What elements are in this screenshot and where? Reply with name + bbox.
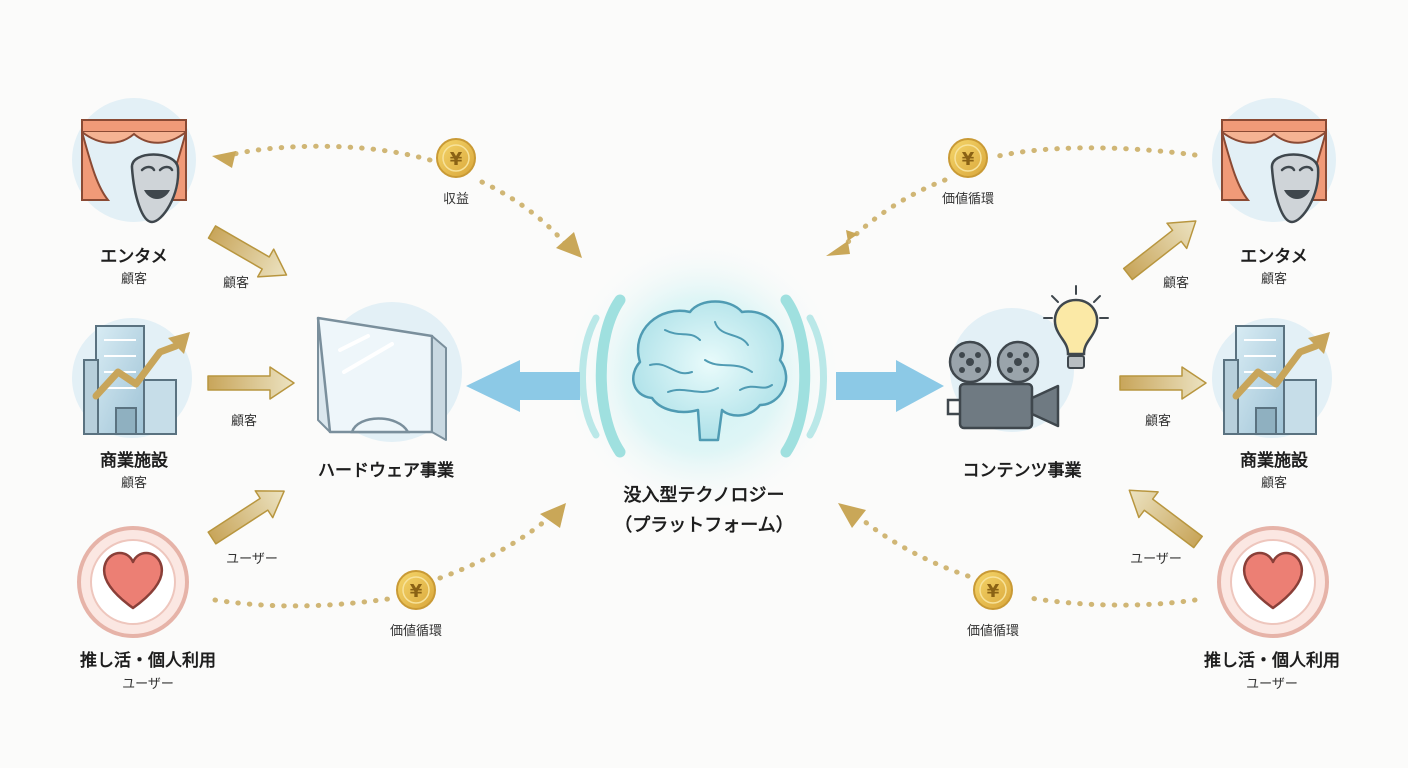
hardware-business-label: ハードウェア事業	[318, 461, 454, 481]
left-arrow-oshi-label: ユーザー	[226, 552, 278, 567]
left-oshi-title: 推し活・個人利用	[80, 651, 216, 671]
left-enta-sub: 顧客	[120, 272, 148, 287]
coin-symbol: ¥	[987, 581, 1000, 602]
coin-symbol: ¥	[962, 149, 975, 170]
signal-waves-right	[780, 294, 827, 458]
left-oshi-sub: ユーザー	[122, 677, 174, 692]
projector-icon	[946, 308, 1074, 432]
signal-waves-left	[579, 294, 626, 458]
arrow-left-oshi	[207, 490, 285, 545]
coin-icon	[436, 138, 476, 178]
center-title: 没入型テクノロジー	[623, 485, 785, 506]
flow-curve-right-bottom	[838, 503, 1198, 608]
left-arrow-commercial-label: 顧客	[230, 414, 258, 429]
left-commercial-title: 商業施設	[100, 451, 168, 471]
left-bottom-flow-label: 価値循環	[389, 624, 443, 639]
glass-panel-icon	[316, 302, 462, 442]
heart-icon	[77, 526, 189, 638]
building-growth-icon	[72, 318, 192, 438]
arrow-to-content	[836, 360, 944, 412]
flow-curve-left-bottom	[212, 503, 566, 609]
right-arrow-enta-label: 顧客	[1162, 276, 1190, 291]
arrow-left-enta	[207, 225, 288, 278]
right-arrow-commercial-label: 顧客	[1144, 414, 1172, 429]
arrow-right-commercial	[1119, 366, 1207, 400]
left-arrow-enta-label: 顧客	[222, 276, 250, 291]
theater-mask-icon	[72, 98, 196, 224]
lightbulb-icon	[1043, 285, 1109, 369]
left-commercial-sub: 顧客	[120, 476, 148, 491]
left-enta-title: エンタメ	[100, 247, 168, 267]
building-growth-icon	[1212, 318, 1332, 438]
right-enta-title: エンタメ	[1240, 247, 1308, 267]
coin-icon	[973, 570, 1013, 610]
right-commercial-sub: 顧客	[1260, 476, 1288, 491]
left-top-flow-label: 収益	[442, 192, 470, 207]
arrow-left-commercial	[207, 366, 295, 400]
flow-curve-right-top	[826, 145, 1198, 256]
right-oshi-sub: ユーザー	[1246, 677, 1298, 692]
right-commercial-title: 商業施設	[1240, 451, 1308, 471]
brain-icon	[632, 300, 788, 442]
content-business-label: コンテンツ事業	[962, 461, 1082, 481]
right-enta-sub: 顧客	[1260, 272, 1288, 287]
flow-curve-left-top	[212, 143, 582, 258]
theater-mask-icon	[1212, 98, 1336, 224]
arrow-right-enta	[1122, 220, 1197, 281]
coin-icon	[948, 138, 988, 178]
heart-icon	[1217, 526, 1329, 638]
coin-icon	[396, 570, 436, 610]
center-subtitle: （プラットフォーム）	[614, 515, 794, 536]
arrow-to-hardware	[466, 360, 580, 412]
coin-symbol: ¥	[450, 149, 463, 170]
right-oshi-title: 推し活・個人利用	[1204, 651, 1340, 671]
coin-symbol: ¥	[410, 581, 423, 602]
arrow-right-oshi	[1128, 489, 1203, 549]
right-arrow-oshi-label: ユーザー	[1130, 552, 1182, 567]
right-top-flow-label: 価値循環	[941, 192, 995, 207]
right-bottom-flow-label: 価値循環	[966, 624, 1020, 639]
